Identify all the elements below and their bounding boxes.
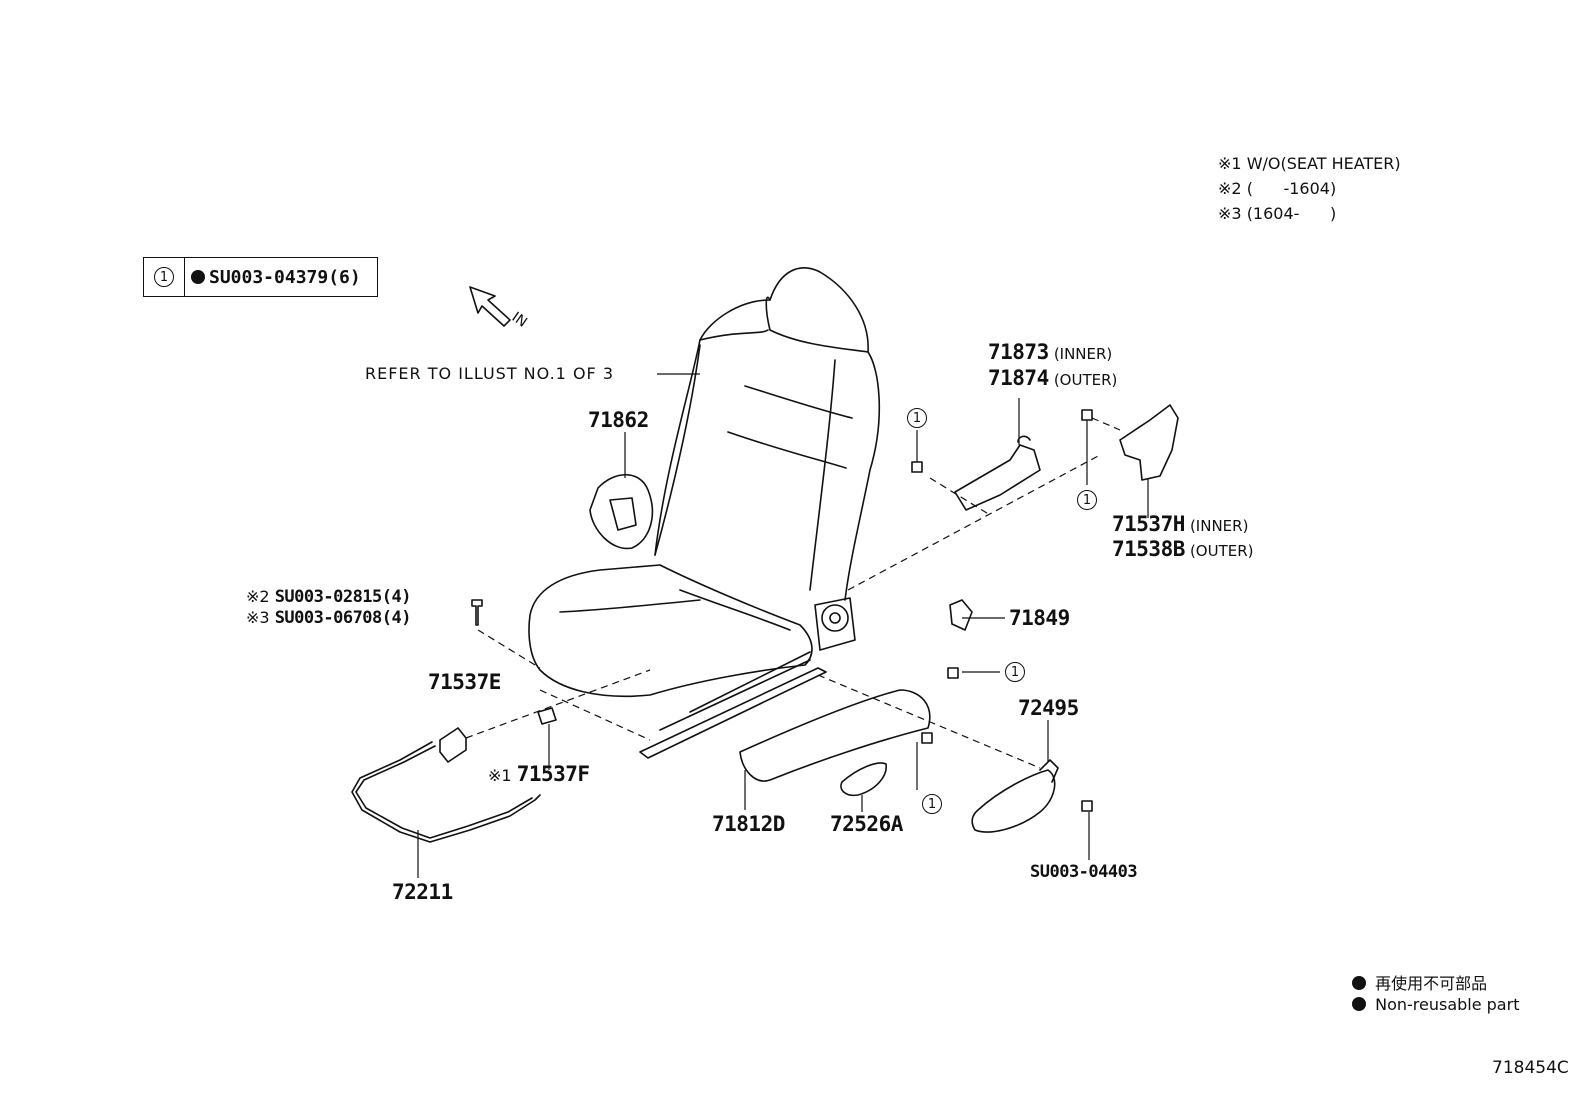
label-71874-note: (OUTER) [1053, 371, 1118, 389]
part-71812D-cover [739, 689, 931, 782]
label-su003-04403[interactable]: SU003-04403 [1030, 862, 1138, 882]
label-su003-06708[interactable]: SU003-06708(4) [274, 608, 412, 628]
note-1-mark: ※1 [1218, 154, 1242, 173]
part-72526A-cover [840, 762, 887, 797]
label-su003-06708-row: ※3 SU003-06708(4) [246, 608, 411, 628]
label-71862[interactable]: 71862 [588, 408, 649, 432]
note-3-mark: ※3 [1218, 204, 1242, 223]
non-reusable-dot-icon [191, 270, 205, 284]
fastener-index-cell: 1 [144, 258, 185, 296]
callout-1-a[interactable]: 1 [907, 408, 927, 428]
seat-back [654, 267, 881, 601]
label-71538B-note: (OUTER) [1189, 542, 1254, 560]
label-72211[interactable]: 72211 [392, 880, 453, 904]
note-1: ※1 W/O(SEAT HEATER) [1218, 154, 1401, 173]
label-su003-06708-mark: ※3 [246, 608, 270, 627]
part-71537F-block [537, 707, 557, 725]
note-3: ※3 (1604- ) [1218, 204, 1336, 223]
seat-rail [639, 667, 827, 759]
label-su003-02815[interactable]: SU003-02815(4) [274, 587, 412, 607]
label-su003-02815-row: ※2 SU003-02815(4) [246, 587, 411, 607]
non-reusable-dot-icon [1352, 997, 1366, 1011]
direction-arrow [469, 286, 511, 327]
label-71874[interactable]: 71874 [988, 366, 1049, 390]
callout-1-c[interactable]: 1 [1005, 662, 1025, 682]
refer-text: REFER TO ILLUST NO.1 OF 3 [365, 364, 614, 383]
fastener-part: SU003-04379(6) [209, 266, 361, 288]
label-71849[interactable]: 71849 [1009, 606, 1070, 630]
label-71538B-row: 71538B (OUTER) [1112, 537, 1254, 561]
label-72495[interactable]: 72495 [1018, 696, 1079, 720]
legend-en-row: Non-reusable part [1352, 995, 1519, 1014]
label-72526A[interactable]: 72526A [830, 812, 903, 836]
illustration-id: 718454C [1492, 1058, 1569, 1078]
label-71537H-row: 71537H (INNER) [1112, 512, 1248, 536]
label-71873[interactable]: 71873 [988, 340, 1049, 364]
fastener-part-cell: SU003-04379(6) [185, 258, 377, 296]
part-71537H-bracket [1119, 404, 1179, 481]
label-71873-row: 71873 (INNER) [988, 340, 1112, 364]
part-71862-cover [589, 474, 654, 550]
note-3-text: (1604- ) [1246, 204, 1337, 223]
label-71537F[interactable]: 71537F [516, 762, 590, 786]
note-2-mark: ※2 [1218, 179, 1242, 198]
part-71849-clip [949, 599, 973, 631]
seat-cushion [528, 564, 813, 698]
label-71812D[interactable]: 71812D [712, 812, 785, 836]
part-72495-cover [971, 769, 1056, 833]
callout-1-b[interactable]: 1 [1077, 490, 1097, 510]
fastener-reference-box: 1 SU003-04379(6) [143, 257, 378, 297]
legend-jp-row: 再使用不可部品 [1352, 970, 1487, 994]
part-71537E-block [439, 727, 467, 763]
label-su003-02815-mark: ※2 [246, 587, 270, 606]
bolt-icon [471, 599, 483, 626]
fastener-index: 1 [154, 267, 174, 287]
label-71873-note: (INNER) [1053, 345, 1113, 363]
label-71537H[interactable]: 71537H [1112, 512, 1185, 536]
callout-1-d[interactable]: 1 [922, 794, 942, 814]
note-2: ※2 ( -1604) [1218, 179, 1336, 198]
part-71873-bracket [954, 444, 1041, 511]
label-71874-row: 71874 (OUTER) [988, 366, 1117, 390]
label-71538B[interactable]: 71538B [1112, 537, 1185, 561]
label-71537H-note: (INNER) [1189, 517, 1249, 535]
note-2-text: ( -1604) [1246, 179, 1337, 198]
part-72211-wire [351, 741, 541, 843]
non-reusable-dot-icon [1352, 976, 1366, 990]
label-71537E[interactable]: 71537E [428, 670, 501, 694]
label-71537F-mark: ※1 [488, 766, 512, 785]
legend-jp: 再使用不可部品 [1375, 974, 1488, 993]
legend-en: Non-reusable part [1375, 995, 1520, 1014]
label-71537F-row: ※1 71537F [488, 762, 590, 786]
note-1-text: W/O(SEAT HEATER) [1246, 154, 1401, 173]
